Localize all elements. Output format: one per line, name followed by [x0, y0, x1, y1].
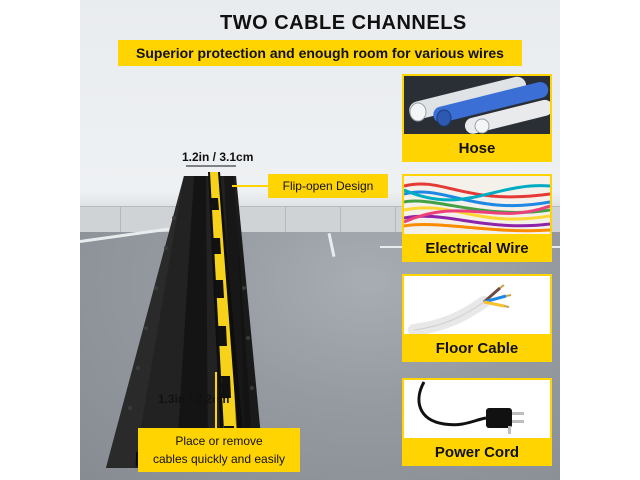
- card-label-electrical-wire: Electrical Wire: [402, 236, 552, 262]
- top-dimension-label: 1.2in / 3.1cm: [182, 150, 254, 164]
- card-label-floor-cable: Floor Cable: [402, 336, 552, 362]
- card-electrical-wire: Electrical Wire: [402, 174, 552, 262]
- card-label-power-cord: Power Cord: [402, 440, 552, 466]
- electrical-wire-icon: [402, 174, 552, 236]
- subtitle-banner: Superior protection and enough room for …: [118, 40, 522, 66]
- floor-cable-icon: [402, 274, 552, 336]
- bottom-dimension-label: 1.3in / 3.2cm: [158, 392, 230, 406]
- place-callout-line2: cables quickly and easily: [152, 452, 286, 466]
- card-floor-cable: Floor Cable: [402, 274, 552, 362]
- place-remove-callout: Place or remove cables quickly and easil…: [138, 428, 300, 472]
- cable-protector-ramp: [106, 172, 264, 468]
- power-cord-icon: [402, 378, 552, 440]
- card-label-hose: Hose: [402, 136, 552, 162]
- hose-pipes-icon: [402, 74, 552, 136]
- card-power-cord: Power Cord: [402, 378, 552, 466]
- headline: TWO CABLE CHANNELS: [220, 12, 467, 34]
- card-hose: Hose: [402, 74, 552, 162]
- place-callout-line1: Place or remove: [175, 434, 263, 448]
- flip-open-callout: Flip-open Design: [268, 174, 388, 198]
